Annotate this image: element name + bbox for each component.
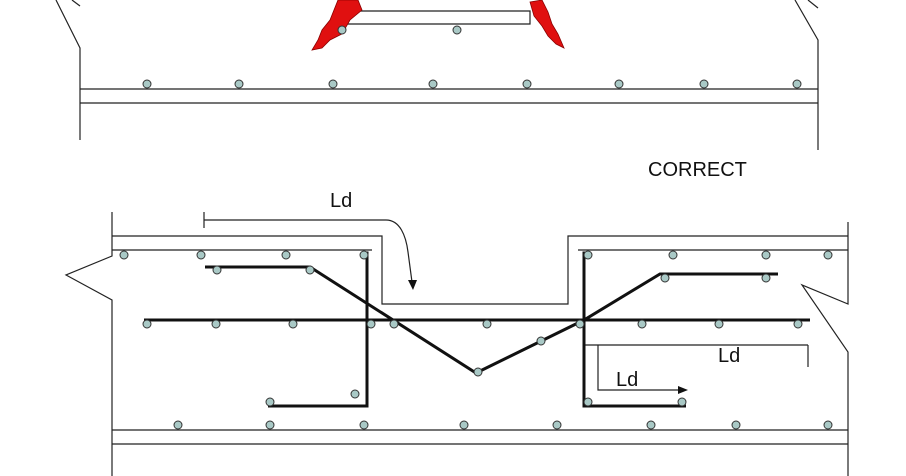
top-bar-sections <box>142 25 802 89</box>
ld-right-lower-label: Ld <box>616 369 638 391</box>
crack-left <box>311 0 363 51</box>
bar-section-dot <box>265 397 275 407</box>
bar-section-dot <box>761 273 771 283</box>
bar-section-dot <box>359 420 369 430</box>
bar-section-dot <box>389 319 399 329</box>
bar-section-dot <box>328 79 338 89</box>
bar-section-dot <box>583 250 593 260</box>
bar-section-dot <box>359 250 369 260</box>
bar-section-dot <box>428 79 438 89</box>
bar-section-dot <box>660 273 670 283</box>
bar-section-dot <box>265 420 275 430</box>
bar-section-dot <box>142 79 152 89</box>
bar-section-dot <box>792 79 802 89</box>
top-right-break-tick <box>807 0 819 9</box>
bar-section-dot <box>281 250 291 260</box>
bar-section-dot <box>668 250 678 260</box>
bar-section-dot <box>522 79 532 89</box>
main-detail: Ld Ld Ld <box>64 190 849 476</box>
slab-top-outer <box>112 235 848 305</box>
left-break-line <box>64 212 113 476</box>
bar-section-dot <box>637 319 647 329</box>
bar-section-dot <box>288 319 298 329</box>
top-inner-rect <box>345 10 531 25</box>
bar-section-dot <box>482 319 492 329</box>
bar-section-dot <box>731 420 741 430</box>
bar-section-dot <box>305 265 315 275</box>
bar-section-dot <box>677 397 687 407</box>
bar-section-dot <box>793 319 803 329</box>
bar-section-dot <box>173 420 183 430</box>
top-right-break-line <box>794 0 819 150</box>
status-label: CORRECT <box>648 159 747 181</box>
bar-section-dot <box>536 336 546 346</box>
ld-right-upper-label: Ld <box>718 345 740 367</box>
rebar-cranked <box>205 265 778 375</box>
bar-section-dot <box>699 79 709 89</box>
crack-right <box>529 0 565 49</box>
bar-section-dot <box>473 367 483 377</box>
main-bar-sections <box>119 250 833 430</box>
ld-right-lower-arrowhead <box>678 386 688 394</box>
bar-section-dot <box>196 250 206 260</box>
bar-section-dot <box>234 79 244 89</box>
bar-section-dot <box>337 25 347 35</box>
top-left-break-tick <box>71 0 81 7</box>
ld-top-dimension-line <box>204 219 413 283</box>
bar-section-dot <box>350 389 360 399</box>
bar-section-dot <box>212 265 222 275</box>
bar-section-dot <box>452 25 462 35</box>
bar-section-dot <box>823 250 833 260</box>
bar-section-dot <box>714 319 724 329</box>
bar-section-dot <box>583 397 593 407</box>
bar-section-dot <box>119 250 129 260</box>
ld-top-arrowhead <box>408 280 417 290</box>
ld-right-lower-dimension <box>597 345 680 391</box>
bar-section-dot <box>575 319 585 329</box>
right-break-line <box>800 222 849 476</box>
bar-section-dot <box>142 319 152 329</box>
bar-section-dot <box>552 420 562 430</box>
ld-top-label: Ld <box>330 190 352 212</box>
top-detail <box>55 0 819 150</box>
bar-section-dot <box>366 319 376 329</box>
bar-section-dot <box>646 420 656 430</box>
bar-section-dot <box>459 420 469 430</box>
bar-section-dot <box>823 420 833 430</box>
bar-section-dot <box>614 79 624 89</box>
rebar-left-hook <box>268 251 369 408</box>
top-left-break-line <box>55 0 81 140</box>
bar-section-dot <box>761 250 771 260</box>
bar-section-dot <box>211 319 221 329</box>
